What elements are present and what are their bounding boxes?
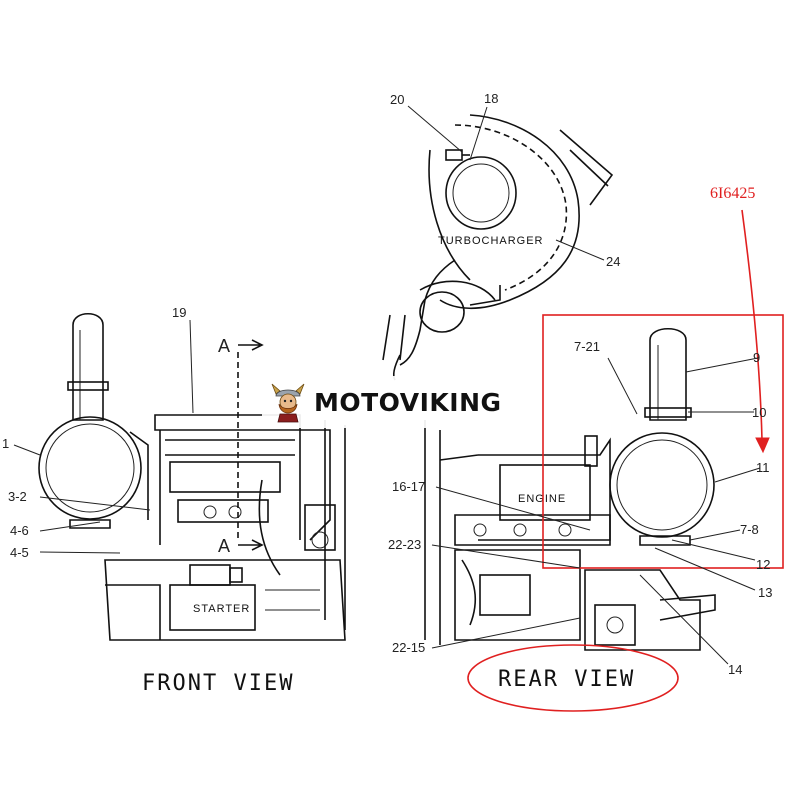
callout-1: 1 <box>2 436 9 451</box>
callout-18: 18 <box>484 91 498 106</box>
callout-22-15: 22-15 <box>392 640 425 655</box>
turbocharger-drawing: TURBOCHARGER <box>382 114 614 381</box>
highlight-arrow <box>741 209 763 441</box>
callout-12: 12 <box>756 557 770 572</box>
turbocharger-label: TURBOCHARGER <box>438 235 544 247</box>
section-marker-bottom: A <box>218 536 230 556</box>
callout-9: 9 <box>753 350 760 365</box>
callout-4-6: 4-6 <box>10 523 29 538</box>
callout-14: 14 <box>728 662 742 677</box>
callout-7-8: 7-8 <box>740 522 759 537</box>
watermark: MOTOVIKING <box>262 376 534 428</box>
callout-11: 11 <box>756 460 770 475</box>
callout-7-21: 7-21 <box>574 339 600 354</box>
callout-19: 19 <box>172 305 186 320</box>
highlight-box <box>542 314 784 569</box>
callout-20: 20 <box>390 92 404 107</box>
engine-label: ENGINE <box>518 493 566 505</box>
front-view-drawing: STARTER A A <box>38 312 346 641</box>
callout-3-2: 3-2 <box>8 489 27 504</box>
rear-view-label: REAR VIEW <box>498 667 635 692</box>
callout-24: 24 <box>606 254 620 269</box>
highlight-part-number: 6I6425 <box>710 185 755 202</box>
callout-numbers: 20 18 24 19 1 3-2 4-6 4-5 16-17 22-23 22… <box>2 91 772 677</box>
front-view-label: FRONT VIEW <box>142 671 294 696</box>
callout-22-23: 22-23 <box>388 537 421 552</box>
callout-16-17: 16-17 <box>392 479 425 494</box>
rear-view-circle <box>467 644 679 712</box>
leader-lines <box>13 105 761 665</box>
rear-view-drawing: ENGINE <box>424 328 716 651</box>
callout-10: 10 <box>752 405 766 420</box>
viking-mascot-icon <box>271 383 305 423</box>
callout-13: 13 <box>758 585 772 600</box>
callout-4-5: 4-5 <box>10 545 29 560</box>
starter-label: STARTER <box>193 603 250 615</box>
section-marker-top: A <box>218 336 230 356</box>
watermark-text: MOTOVIKING <box>314 387 502 417</box>
